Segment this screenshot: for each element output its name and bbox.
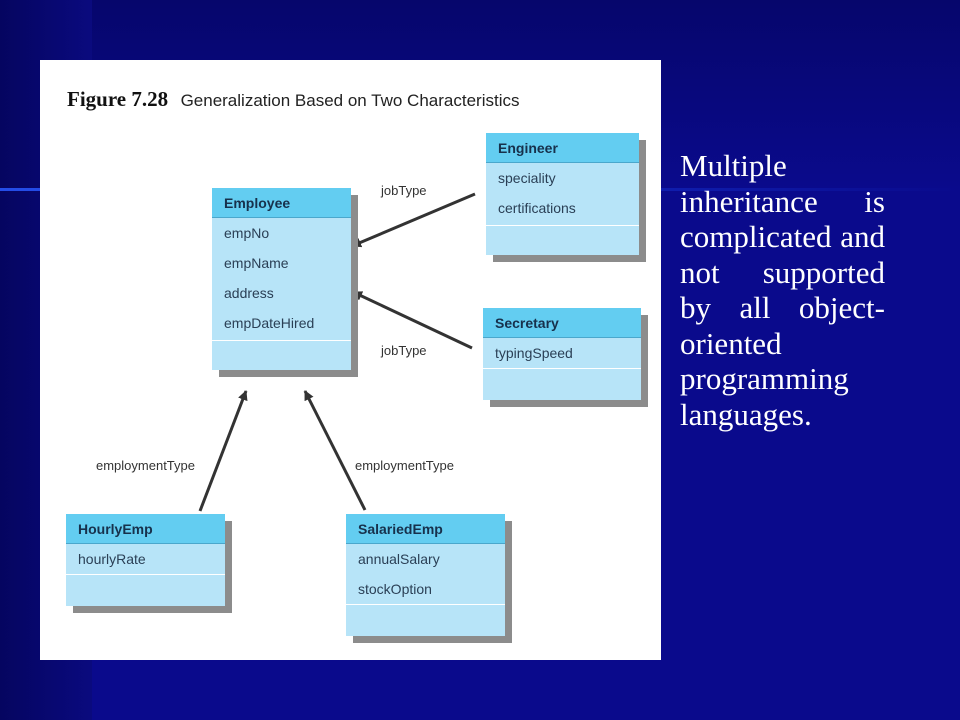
arrow-salariedemp-to-employee xyxy=(303,390,367,511)
class-hourlyemp: HourlyEmp hourlyRate xyxy=(66,514,233,614)
class-attribute: address xyxy=(224,285,274,301)
class-engineer: Engineer speciality certifications xyxy=(486,133,647,263)
edge-label-employmenttype-salaried: employmentType xyxy=(355,458,454,473)
class-methods xyxy=(212,340,351,370)
class-attribute: certifications xyxy=(498,200,576,216)
class-attribute: empDateHired xyxy=(224,315,315,331)
class-name: HourlyEmp xyxy=(66,514,225,544)
figure-title: Generalization Based on Two Characterist… xyxy=(180,91,520,110)
class-methods xyxy=(483,368,641,400)
class-attribute: empNo xyxy=(224,225,270,241)
class-attribute: hourlyRate xyxy=(78,551,146,567)
edge-label-jobtype-engineer: jobType xyxy=(381,183,427,198)
class-name: Employee xyxy=(212,188,351,218)
class-attribute: stockOption xyxy=(358,581,432,597)
class-salariedemp: SalariedEmp annualSalary stockOption xyxy=(346,514,513,644)
class-attribute: speciality xyxy=(498,170,556,186)
class-name: Engineer xyxy=(486,133,639,163)
class-methods xyxy=(346,604,505,636)
arrow-hourlyemp-to-employee xyxy=(198,390,248,512)
class-attribute: annualSalary xyxy=(358,551,440,567)
class-methods xyxy=(66,574,225,606)
edge-label-jobtype-secretary: jobType xyxy=(381,343,427,358)
edge-label-employmenttype-hourly: employmentType xyxy=(96,458,195,473)
figure-caption: Figure 7.28 Generalization Based on Two … xyxy=(67,87,519,112)
class-secretary: Secretary typingSpeed xyxy=(483,308,649,408)
class-name: Secretary xyxy=(483,308,641,338)
class-methods xyxy=(486,225,639,255)
slide-body-text: Multiple inheritance is complicated and … xyxy=(680,148,885,432)
arrow-engineer-to-employee xyxy=(351,192,476,248)
figure-number: Figure 7.28 xyxy=(67,87,169,111)
arrow-secretary-to-employee xyxy=(352,290,473,350)
class-attribute: typingSpeed xyxy=(495,345,573,361)
class-employee: Employee empNo empName address empDateHi… xyxy=(212,188,359,378)
class-attribute: empName xyxy=(224,255,289,271)
class-name: SalariedEmp xyxy=(346,514,505,544)
